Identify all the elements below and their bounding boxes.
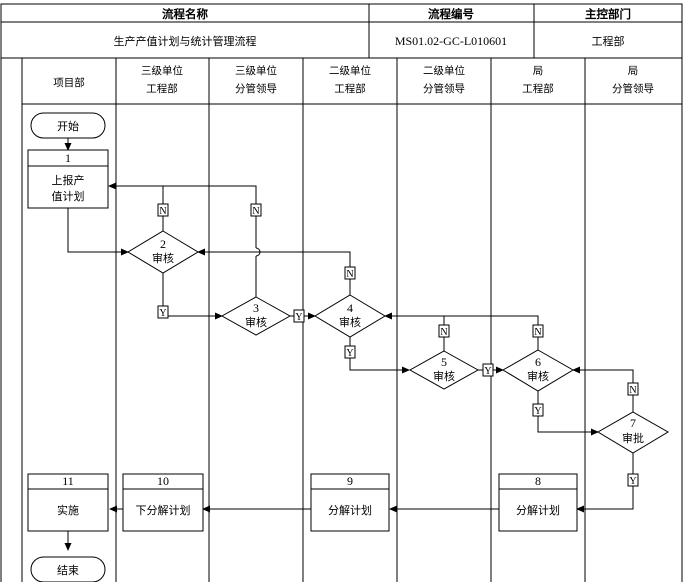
label-5-yes: Y <box>484 366 491 377</box>
edge-2-yes-to-3 <box>162 273 223 320</box>
lane-header-2-line1: 三级单位 <box>235 64 277 77</box>
lane-header-3-line1: 二级单位 <box>329 64 371 77</box>
header-code-value: MS01.02-GC-L010601 <box>395 34 507 48</box>
edge-7-no-to-6 <box>572 366 634 412</box>
edge-2-no-to-1 <box>108 182 164 231</box>
node-4-label: 审核 <box>339 315 361 329</box>
label-2-no: N <box>159 206 166 217</box>
header-dept-label: 主控部门 <box>585 7 631 21</box>
node-3-number: 3 <box>253 301 259 315</box>
label-7-no: N <box>629 385 636 396</box>
lane-header-6-line2: 分管领导 <box>612 82 654 95</box>
node-5-review: 5 审核 <box>408 350 480 390</box>
node-10-issue-plan: 10 下分解计划 <box>122 473 204 532</box>
edge-labels: N N N Y Y N N Y Y N Y Y <box>157 203 639 487</box>
node-3-label: 审核 <box>245 315 267 329</box>
node-8-number: 8 <box>535 474 541 488</box>
header-table: 流程名称 流程编号 主控部门 生产产值计划与统计管理流程 MS01.02-GC-… <box>0 3 683 59</box>
node-4-review: 4 审核 <box>314 294 386 338</box>
label-5-no: N <box>440 327 447 338</box>
end-node: 结束 <box>30 556 106 582</box>
node-8-decompose-plan: 8 分解计划 <box>498 473 578 532</box>
label-3-no: N <box>252 206 259 217</box>
node-7-label: 审批 <box>622 431 644 445</box>
lane-header-6-line1: 局 <box>628 65 639 77</box>
lane-header-2-line2: 分管领导 <box>235 82 277 95</box>
edge-5-no-to-4 <box>384 312 445 355</box>
edge-4-yes-to-5 <box>349 337 410 374</box>
lane-header-4-line2: 分管领导 <box>423 82 465 95</box>
start-label: 开始 <box>57 119 79 133</box>
node-11-number: 11 <box>62 474 74 488</box>
lane-header-5-line2: 工程部 <box>522 82 554 95</box>
node-1-text-line1: 上报产 <box>52 173 85 187</box>
lane-header-0-line1: 项目部 <box>53 76 85 89</box>
lane-header-3-line2: 工程部 <box>334 82 366 95</box>
node-3-review: 3 审核 <box>220 296 292 336</box>
edge-3-no-up-b <box>163 185 257 248</box>
node-1-text-line2: 值计划 <box>52 190 85 203</box>
lane-header-5-line1: 局 <box>533 65 544 77</box>
label-2-yes: Y <box>159 308 166 319</box>
label-6-no: N <box>534 327 541 338</box>
header-name-label: 流程名称 <box>162 7 208 21</box>
node-5-label: 审核 <box>433 369 455 383</box>
lane-header-1-line2: 工程部 <box>146 82 178 95</box>
node-7-number: 7 <box>630 416 636 430</box>
node-9-decompose-plan: 9 分解计划 <box>310 473 390 532</box>
node-1-report-plan: 1 上报产 值计划 <box>27 149 109 209</box>
edge-7-yes-to-8 <box>576 453 634 513</box>
node-11-label: 实施 <box>57 503 79 517</box>
node-10-number: 10 <box>157 474 169 488</box>
lane-header-1-line1: 三级单位 <box>141 64 183 77</box>
edge-6-no-to-4 <box>444 315 539 350</box>
header-dept-value: 工程部 <box>592 34 625 48</box>
swimlanes: 项目部 三级单位 工程部 三级单位 分管领导 二级单位 工程部 二级单位 分管领… <box>0 58 683 582</box>
label-6-yes: Y <box>534 406 541 417</box>
connectors <box>64 138 634 551</box>
node-11-implement: 11 实施 <box>27 473 109 532</box>
end-label: 结束 <box>57 564 79 577</box>
label-7-yes: Y <box>629 476 636 487</box>
node-6-review: 6 审核 <box>502 349 574 392</box>
label-4-yes: Y <box>346 348 353 359</box>
node-7-approve: 7 审批 <box>597 411 669 454</box>
node-2-label: 审核 <box>152 251 174 265</box>
label-4-no: N <box>346 269 353 280</box>
edge-1-to-2 <box>67 208 129 256</box>
node-4-number: 4 <box>347 301 353 315</box>
lane-header-4-line1: 二级单位 <box>423 64 465 77</box>
node-2-review: 2 审核 <box>127 230 199 274</box>
node-6-label: 审核 <box>527 369 549 383</box>
node-5-number: 5 <box>441 355 447 369</box>
node-8-label: 分解计划 <box>516 503 560 517</box>
label-3-yes: Y <box>295 312 302 323</box>
header-name-value: 生产产值计划与统计管理流程 <box>114 34 257 48</box>
node-9-number: 9 <box>347 474 353 488</box>
node-6-number: 6 <box>535 355 541 369</box>
node-10-label: 下分解计划 <box>136 503 191 517</box>
node-9-label: 分解计划 <box>328 503 372 517</box>
header-code-label: 流程编号 <box>428 7 474 21</box>
node-1-number: 1 <box>65 151 71 165</box>
edge-6-yes-to-7 <box>537 391 599 436</box>
edge-4-no-to-2 <box>197 248 351 295</box>
start-node: 开始 <box>30 112 106 139</box>
node-2-number: 2 <box>160 237 166 251</box>
